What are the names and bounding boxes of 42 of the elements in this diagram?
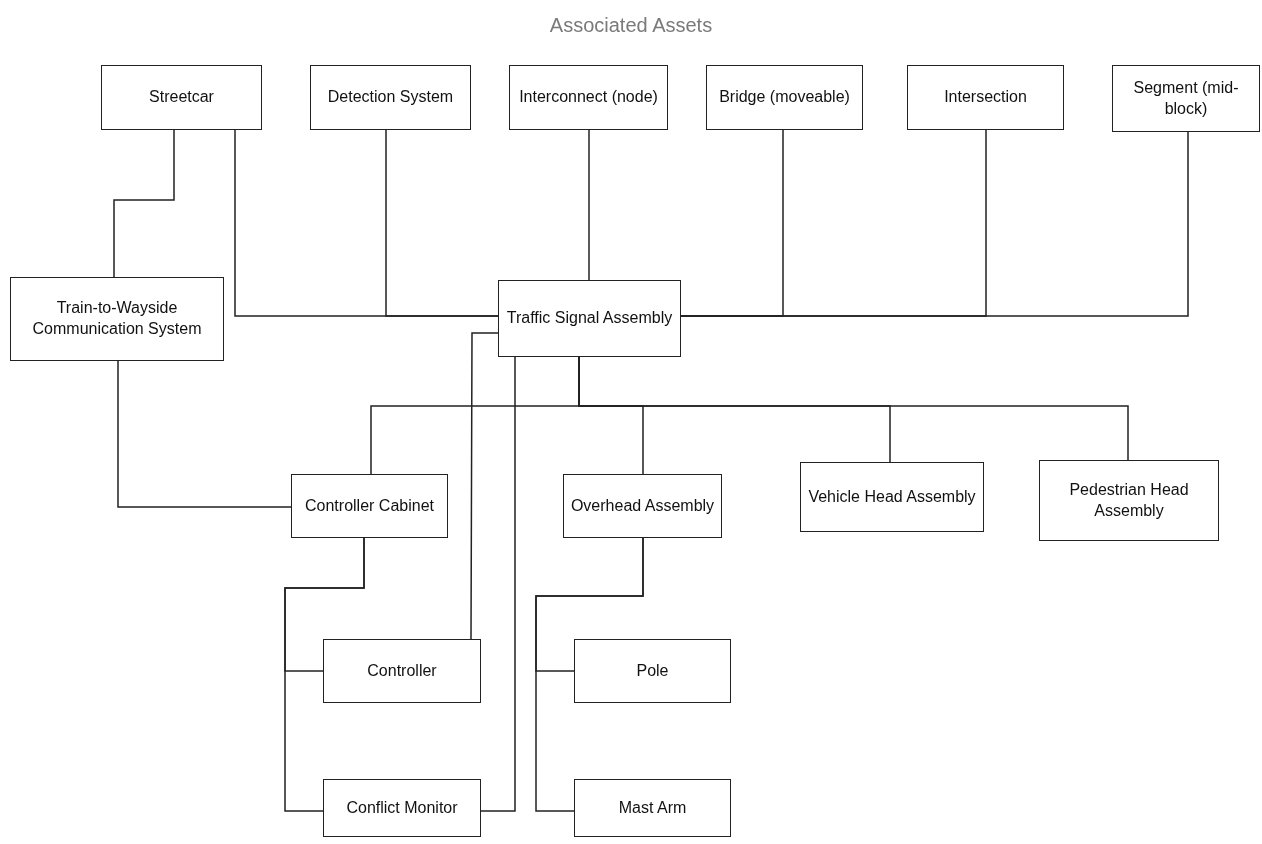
connector-line	[284, 537, 365, 812]
node-label: Interconnect (node)	[518, 87, 659, 108]
asset-box	[563, 474, 722, 538]
asset-box	[1112, 65, 1260, 132]
connector-line	[113, 129, 175, 278]
connector-line	[480, 356, 516, 812]
node-label: Controller	[366, 660, 438, 681]
node-label: Segment (mid-block)	[1132, 77, 1240, 119]
connector-line	[535, 537, 644, 812]
asset-box	[706, 65, 863, 130]
asset-box	[101, 65, 262, 130]
node-label: Vehicle Head Assembly	[807, 486, 977, 507]
node-label: Streetcar	[148, 87, 215, 108]
node-label: Bridge (moveable)	[718, 87, 851, 108]
node-label: Traffic Signal Assembly	[505, 308, 674, 329]
asset-box	[509, 65, 668, 130]
asset-box	[323, 639, 481, 703]
connector-line	[588, 129, 590, 281]
asset-box	[574, 639, 731, 703]
asset-box	[1039, 460, 1219, 541]
node-label: Detection System	[326, 87, 455, 108]
asset-box	[310, 65, 471, 130]
asset-box	[323, 779, 481, 837]
node-label: Intersection	[943, 87, 1028, 108]
asset-box	[800, 462, 984, 532]
node-label: Pedestrian Head Assembly	[1068, 479, 1190, 521]
asset-box	[574, 779, 731, 837]
connector-line	[385, 129, 499, 317]
diagram-title: Associated Assets	[549, 14, 713, 36]
node-label: Controller Cabinet	[304, 495, 435, 516]
node-label: Mast Arm	[617, 797, 688, 818]
asset-box	[10, 277, 224, 361]
asset-box	[907, 65, 1064, 130]
node-label: Overhead Assembly	[569, 495, 716, 516]
node-label: Conflict Monitor	[345, 797, 459, 818]
connector-line	[470, 332, 499, 640]
connector-line	[680, 131, 1189, 317]
asset-box	[498, 280, 681, 357]
connector-line	[117, 360, 292, 508]
asset-box	[291, 474, 448, 538]
node-label: Pole	[635, 660, 670, 681]
node-label: Train-to-Wayside Communication System	[31, 298, 203, 339]
